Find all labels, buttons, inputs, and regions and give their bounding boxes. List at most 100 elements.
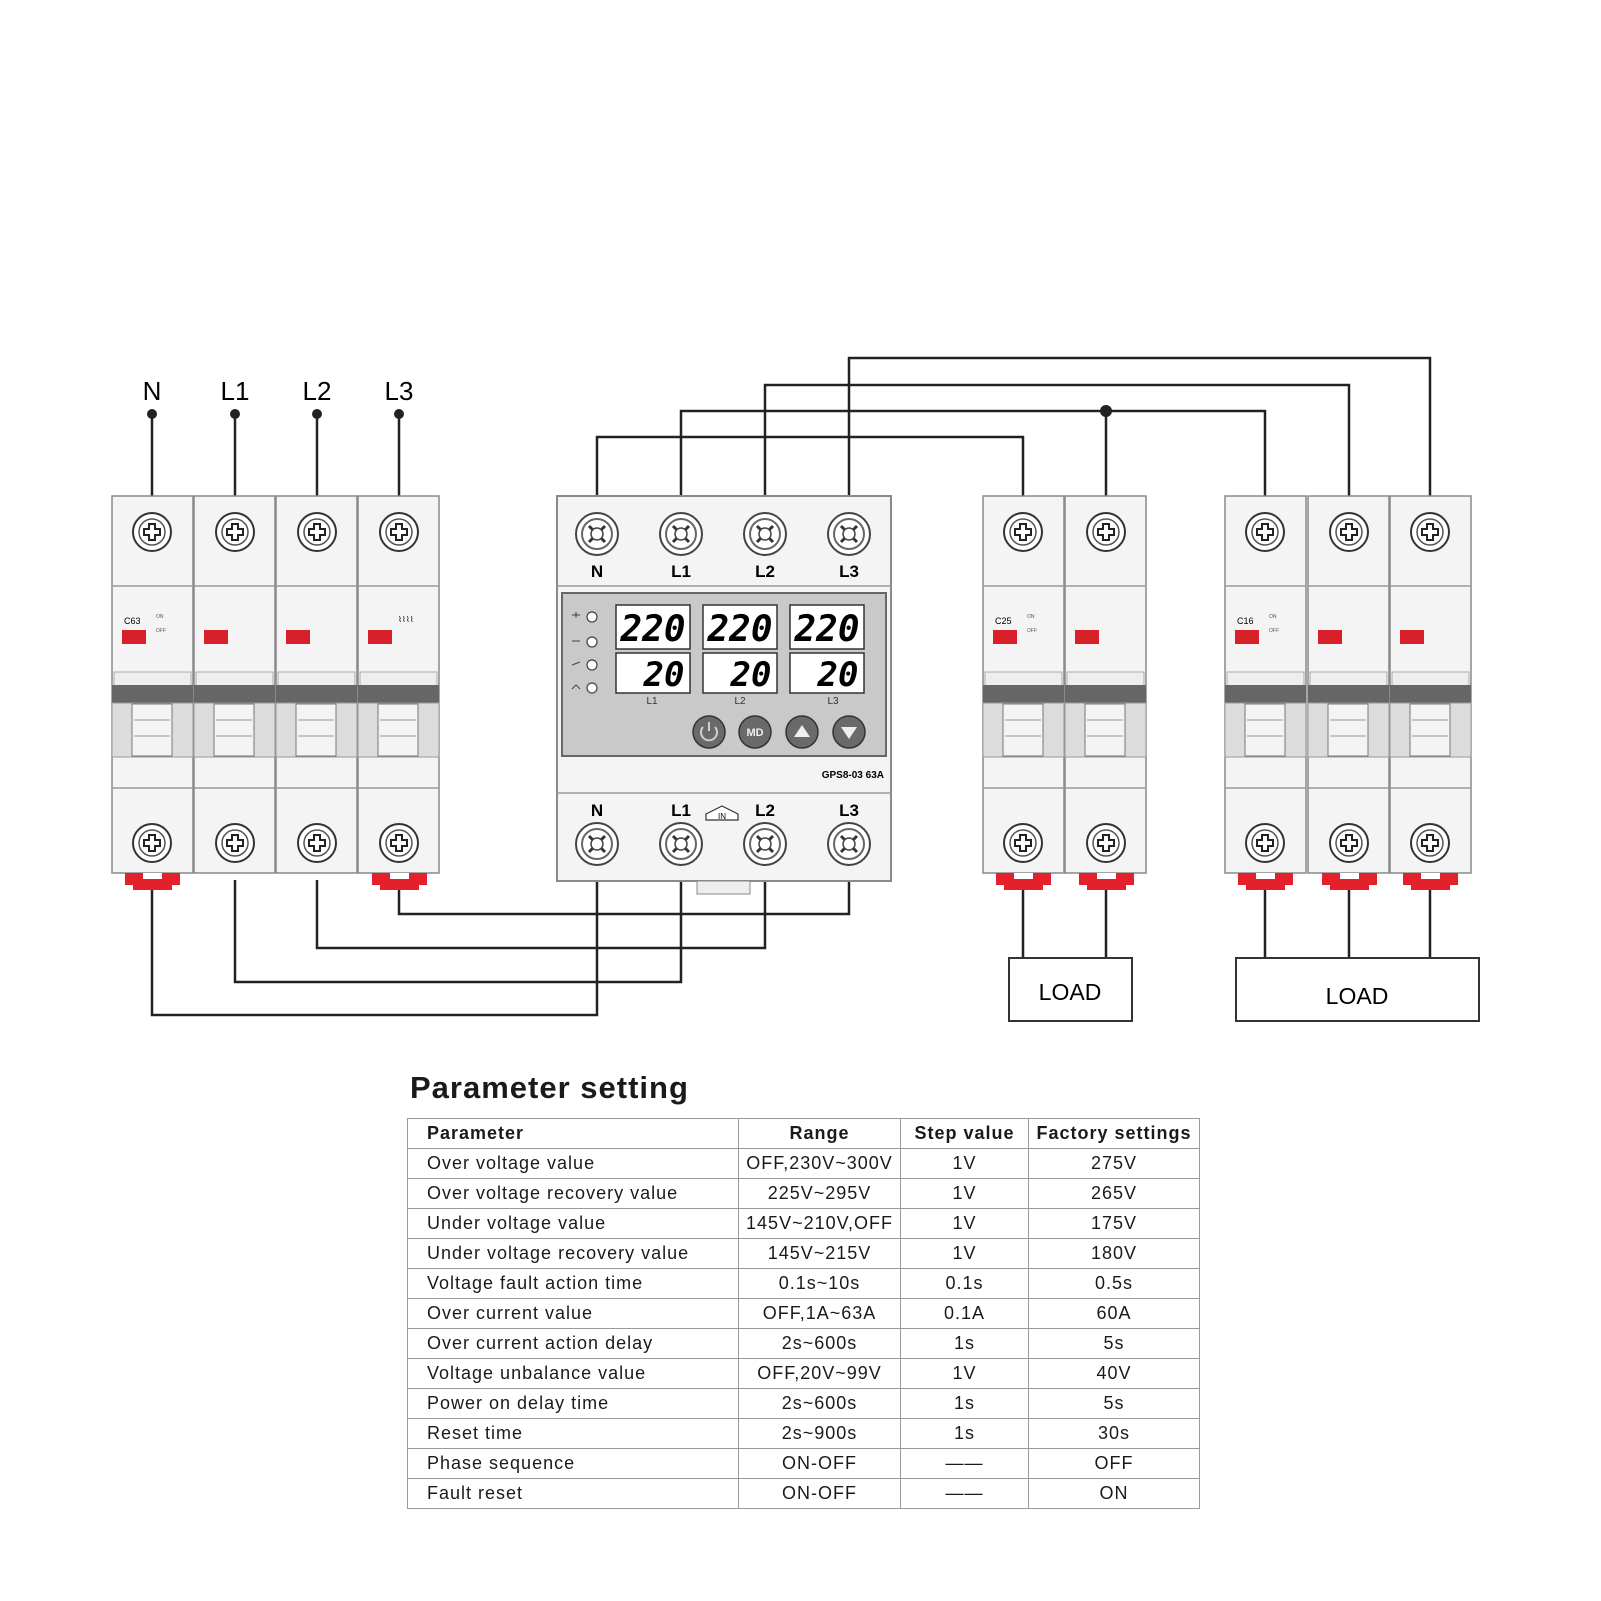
- load-breaker-1-rating: C25: [995, 616, 1012, 626]
- cell-step: 1s: [900, 1418, 1029, 1449]
- voltage-reading-l1: 220: [619, 609, 685, 650]
- svg-text:ON: ON: [1269, 614, 1277, 620]
- table-header-row: Parameter Range Step value Factory setti…: [407, 1118, 1200, 1149]
- cell-factory: 265V: [1028, 1178, 1200, 1209]
- md-button-label: MD: [746, 727, 763, 739]
- cell-range: 145V~215V: [738, 1238, 901, 1269]
- wires: [150, 356, 1432, 1017]
- cell-factory: 60A: [1028, 1298, 1200, 1329]
- protector-top-terminal-l2: L2: [755, 562, 775, 581]
- indicator-leds: [586, 611, 598, 694]
- load-breaker-1: C25 ON OFF: [982, 495, 1147, 890]
- junction-dot: [1100, 405, 1112, 417]
- power-icon: [700, 726, 718, 742]
- cell-parameter: Over current value: [407, 1298, 739, 1329]
- cell-range: 2s~600s: [738, 1388, 901, 1419]
- protector-bottom-terminal-l1: L1: [671, 801, 691, 820]
- md-button[interactable]: MD: [738, 715, 772, 749]
- cell-factory: 180V: [1028, 1238, 1200, 1269]
- supply-label-l2: L2: [303, 376, 332, 406]
- main-breaker-rating: C63: [124, 616, 141, 626]
- svg-text:OFF: OFF: [1027, 628, 1037, 634]
- power-button[interactable]: [692, 715, 726, 749]
- phase-label-l1: L1: [646, 696, 658, 707]
- cell-factory: 175V: [1028, 1208, 1200, 1239]
- load-1-label: LOAD: [1039, 979, 1102, 1005]
- header-parameter: Parameter: [407, 1118, 739, 1149]
- cell-step: ——: [900, 1448, 1029, 1479]
- cell-range: 145V~210V,OFF: [738, 1208, 901, 1239]
- header-factory-settings: Factory settings: [1028, 1118, 1200, 1149]
- svg-text:IN: IN: [718, 812, 726, 821]
- cell-factory: 0.5s: [1028, 1268, 1200, 1299]
- voltage-reading-l2: 220: [706, 609, 772, 650]
- down-button[interactable]: [832, 715, 866, 749]
- supply-label-l3: L3: [385, 376, 414, 406]
- cell-range: 2s~600s: [738, 1328, 901, 1359]
- cell-range: 2s~900s: [738, 1418, 901, 1449]
- model-label: GPS8-03 63A: [822, 770, 884, 781]
- svg-text:OFF: OFF: [1269, 628, 1279, 634]
- cell-step: 0.1A: [900, 1298, 1029, 1329]
- svg-text:ON: ON: [1027, 614, 1035, 620]
- cell-step: 1s: [900, 1388, 1029, 1419]
- cell-parameter: Over current action delay: [407, 1328, 739, 1359]
- cell-step: 1V: [900, 1358, 1029, 1389]
- cell-range: OFF,1A~63A: [738, 1298, 901, 1329]
- cell-parameter: Over voltage recovery value: [407, 1178, 739, 1209]
- cell-step: 1V: [900, 1238, 1029, 1269]
- breaker-symbol: ⌇⌇⌇⌇: [398, 615, 414, 624]
- voltage-protector: N L1 L2 L3 N L1 L2 L3 IN 220: [556, 495, 892, 895]
- load-1: LOAD: [1008, 957, 1133, 1022]
- current-reading-l2: 20: [730, 655, 772, 695]
- cell-parameter: Over voltage value: [407, 1148, 739, 1179]
- cell-range: 0.1s~10s: [738, 1268, 901, 1299]
- cell-range: OFF,20V~99V: [738, 1358, 901, 1389]
- header-step-value: Step value: [900, 1118, 1029, 1149]
- cell-range: ON-OFF: [738, 1448, 901, 1479]
- cell-factory: ON: [1028, 1478, 1200, 1509]
- protector-top-terminal-n: N: [591, 562, 603, 581]
- protector-top-terminal-l1: L1: [671, 562, 691, 581]
- cell-parameter: Power on delay time: [407, 1388, 739, 1419]
- cell-step: 0.1s: [900, 1268, 1029, 1299]
- protector-top-terminal-l3: L3: [839, 562, 859, 581]
- cell-parameter: Under voltage recovery value: [407, 1238, 739, 1269]
- cell-factory: OFF: [1028, 1448, 1200, 1479]
- up-button[interactable]: [785, 715, 819, 749]
- cell-parameter: Voltage unbalance value: [407, 1358, 739, 1389]
- supply-label-n: N: [143, 376, 162, 406]
- phase-label-l3: L3: [827, 696, 839, 707]
- header-range: Range: [738, 1118, 901, 1149]
- current-reading-l3: 20: [817, 655, 859, 695]
- in-arrow-icon: IN: [705, 805, 739, 821]
- supply-label-l1: L1: [221, 376, 250, 406]
- svg-text:ON: ON: [156, 614, 164, 620]
- cell-range: 225V~295V: [738, 1178, 901, 1209]
- supply-terminals: N L1 L2 L3: [143, 376, 414, 419]
- cell-range: OFF,230V~300V: [738, 1148, 901, 1179]
- cell-factory: 275V: [1028, 1148, 1200, 1179]
- cell-factory: 30s: [1028, 1418, 1200, 1449]
- protector-bottom-terminal-l2: L2: [755, 801, 775, 820]
- protector-bottom-terminal-n: N: [591, 801, 603, 820]
- cell-factory: 5s: [1028, 1388, 1200, 1419]
- cell-parameter: Voltage fault action time: [407, 1268, 739, 1299]
- parameter-setting-title: Parameter setting: [410, 1070, 689, 1105]
- cell-step: 1V: [900, 1208, 1029, 1239]
- cell-range: ON-OFF: [738, 1478, 901, 1509]
- cell-parameter: Phase sequence: [407, 1448, 739, 1479]
- current-reading-l1: 20: [643, 655, 685, 695]
- voltage-readouts: 220 220 220: [615, 604, 865, 650]
- cell-step: 1s: [900, 1328, 1029, 1359]
- svg-text:OFF: OFF: [156, 628, 166, 634]
- load-2-label: LOAD: [1326, 983, 1389, 1009]
